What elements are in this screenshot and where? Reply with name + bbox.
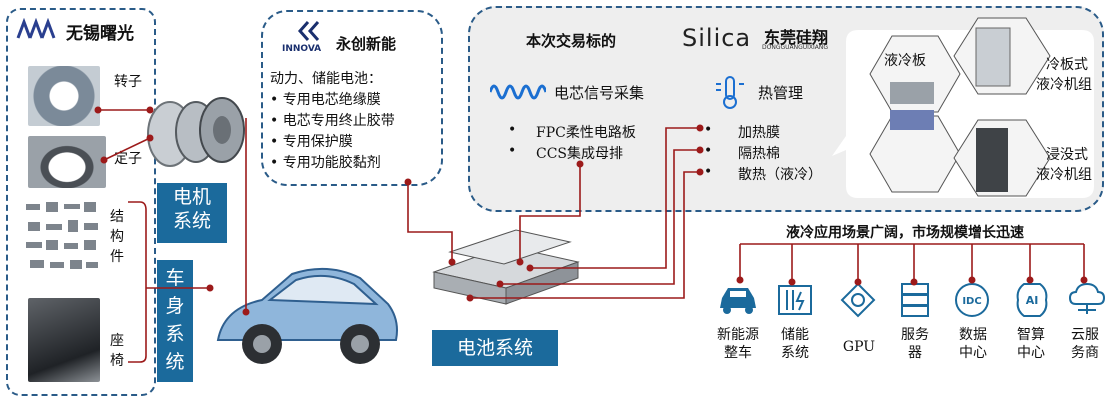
liquid-plate-label: 液冷板 <box>884 53 926 69</box>
app-label-ev: 新能源 整车 <box>706 326 770 362</box>
shuguang-company-name: 无锡曙光 <box>66 24 134 44</box>
seat-photo <box>28 298 100 382</box>
immersion-unit-line-1: 浸没式 <box>1046 147 1088 163</box>
server-icon <box>898 282 932 318</box>
innova-panel <box>261 10 443 186</box>
silica-title: 本次交易标的 <box>526 32 617 50</box>
innova-item-2: • 电芯专用终止胶带 <box>270 113 395 129</box>
app-label-ai-center-1: 智算 <box>1017 327 1045 343</box>
app-label-datacenter-2: 中心 <box>959 345 987 361</box>
ai-icon-text: AI <box>1026 294 1039 307</box>
motor-assembly-image <box>140 90 252 170</box>
thermal-bullet-1: • <box>704 122 713 138</box>
structure-label-2: 构 <box>110 229 124 245</box>
app-label-server-2: 器 <box>908 345 922 361</box>
signal-item-2: CCS集成母排 <box>536 146 624 162</box>
silica-brand-pinyin: DONGGUANGUIXIANG <box>762 44 829 51</box>
app-label-ai-center-2: 中心 <box>1017 345 1045 361</box>
motor-system-line-1: 电机 <box>172 186 211 208</box>
app-label-cloud-2: 务商 <box>1071 345 1099 361</box>
app-label-server: 服务 器 <box>892 326 938 362</box>
structure-label-1: 结 <box>110 209 124 225</box>
thermal-bullet-2: • <box>704 143 713 159</box>
innova-company-name: 永创新能 <box>336 35 397 53</box>
thermal-title: 热管理 <box>758 84 804 102</box>
innova-logo-text: INNOVA <box>282 44 322 54</box>
signal-bullet-2: • <box>508 143 517 159</box>
body-system-char-2: 身 <box>165 295 185 317</box>
innova-item-3: • 专用保护膜 <box>270 134 353 150</box>
rotor-photo <box>28 66 100 126</box>
thermal-item-1: 加热膜 <box>738 125 780 141</box>
seat-label-1: 座 <box>110 333 124 349</box>
thermal-item-3: 散热（液冷） <box>738 167 822 183</box>
signal-title: 电芯信号采集 <box>554 84 645 102</box>
body-system-char-1: 车 <box>165 267 185 289</box>
app-label-storage-2: 系统 <box>781 345 809 361</box>
body-system-tag: 车 身 系 统 <box>157 260 193 382</box>
motor-system-line-2: 系统 <box>172 210 211 232</box>
signal-bullet-1: • <box>508 122 517 138</box>
shuguang-logo-icon <box>16 17 60 42</box>
thermal-item-2: 隔热棉 <box>738 146 780 162</box>
applications-headline: 液冷应用场景广阔，市场规模增长迅速 <box>786 225 1024 241</box>
app-label-ev-1: 新能源 <box>717 327 759 343</box>
thermometer-icon <box>712 74 748 110</box>
app-label-storage-1: 储能 <box>781 327 809 343</box>
energy-storage-icon <box>775 282 815 318</box>
silica-brand-en: Silica <box>682 24 752 52</box>
body-system-char-4: 统 <box>165 351 185 373</box>
seat-label-2: 椅 <box>110 353 124 369</box>
app-label-cloud-1: 云服 <box>1071 327 1099 343</box>
battery-pack-image <box>420 222 590 318</box>
motor-system-tag: 电机 系统 <box>157 183 227 243</box>
stator-label: 定子 <box>114 151 142 167</box>
signal-item-1: FPC柔性电路板 <box>536 125 636 141</box>
cold-plate-unit-line-2: 液冷机组 <box>1036 77 1092 93</box>
app-label-storage: 储能 系统 <box>772 326 818 362</box>
gpu-icon <box>838 282 878 318</box>
cloud-icon <box>1066 280 1108 320</box>
stator-photo <box>28 136 106 188</box>
innova-item-1: • 专用电芯绝缘膜 <box>270 92 381 108</box>
car-icon <box>716 282 760 318</box>
app-label-ev-2: 整车 <box>724 345 752 361</box>
waveform-icon <box>488 78 548 106</box>
app-label-gpu: GPU <box>836 338 882 356</box>
innova-heading: 动力、储能电池： <box>270 71 382 87</box>
battery-system-tag: 电池系统 <box>432 330 558 366</box>
thermal-bullet-3: • <box>704 164 713 180</box>
app-label-datacenter-1: 数据 <box>959 327 987 343</box>
immersion-unit-line-2: 液冷机组 <box>1036 167 1092 183</box>
innova-item-4: • 专用功能胶黏剂 <box>270 155 381 171</box>
app-label-cloud: 云服 务商 <box>1062 326 1108 362</box>
structure-parts-photo <box>24 200 100 276</box>
app-label-server-1: 服务 <box>901 327 929 343</box>
rotor-label: 转子 <box>114 74 142 90</box>
app-label-gpu-1: GPU <box>842 339 876 355</box>
cold-plate-unit-line-1: 冷板式 <box>1046 57 1088 73</box>
structure-label-3: 件 <box>110 249 124 265</box>
body-system-char-3: 系 <box>165 323 185 345</box>
ai-icon: AI <box>1012 280 1052 320</box>
innova-logo-icon <box>296 20 326 42</box>
idc-icon-text: IDC <box>962 296 981 307</box>
silica-brand-cn: 东莞硅翔 <box>764 28 829 47</box>
app-label-datacenter: 数据 中心 <box>950 326 996 362</box>
idc-icon: IDC <box>952 280 992 320</box>
car-body-image <box>210 248 402 380</box>
app-label-ai-center: 智算 中心 <box>1008 326 1054 362</box>
cooling-products-callout <box>832 16 1094 200</box>
